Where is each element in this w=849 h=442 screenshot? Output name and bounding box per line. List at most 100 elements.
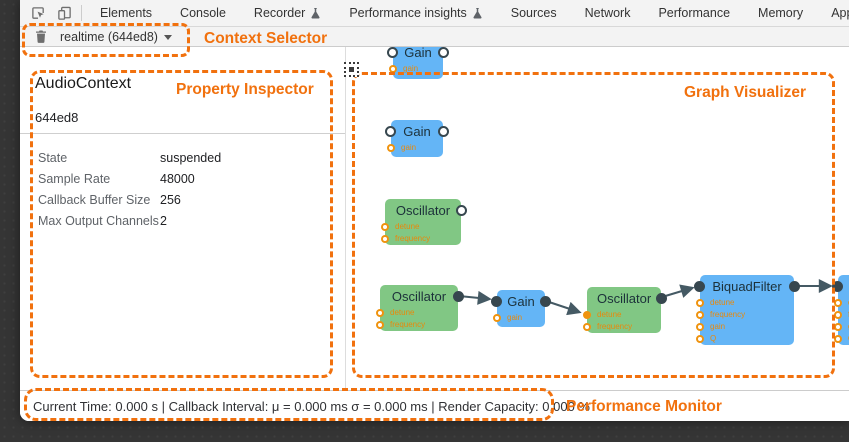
param-port bbox=[583, 323, 591, 331]
graph-edges bbox=[458, 279, 833, 316]
tab-label: Application bbox=[831, 6, 849, 20]
property-row: Sample Rate 48000 bbox=[35, 168, 345, 189]
tab-memory[interactable]: Memory bbox=[744, 0, 817, 26]
property-label: Sample Rate bbox=[38, 171, 111, 186]
tab-label: Sources bbox=[510, 6, 557, 20]
param-port bbox=[696, 323, 704, 331]
param-frequency: frequency bbox=[376, 319, 458, 331]
property-value: 48000 bbox=[160, 171, 195, 186]
param-port bbox=[389, 65, 397, 73]
output-port bbox=[789, 281, 800, 292]
context-selector-value: realtime (644ed8) bbox=[60, 29, 158, 44]
inspector-divider bbox=[20, 133, 345, 134]
flask-icon bbox=[472, 7, 483, 19]
input-port bbox=[694, 281, 705, 292]
edge-oscillator-3-to-biquadfilter-1 bbox=[661, 284, 695, 298]
output-port bbox=[438, 126, 449, 137]
param-port bbox=[834, 299, 842, 307]
tab-label: Recorder bbox=[253, 6, 306, 20]
param-frequency: frequency bbox=[696, 309, 794, 321]
property-value: 2 bbox=[160, 213, 167, 228]
edge-gain-3-to-oscillator-3 bbox=[545, 300, 582, 316]
panel-divider bbox=[345, 47, 346, 390]
node-title: Gain bbox=[403, 124, 431, 139]
param-frequency: frequency bbox=[583, 321, 661, 333]
context-selector-dropdown[interactable]: realtime (644ed8) bbox=[60, 30, 172, 44]
output-port bbox=[540, 296, 551, 307]
tab-console[interactable]: Console bbox=[166, 0, 240, 26]
flask-icon bbox=[310, 7, 321, 19]
webaudio-toolbar: realtime (644ed8) bbox=[20, 27, 849, 47]
param-q: Q bbox=[834, 333, 849, 345]
tab-label: Memory bbox=[758, 6, 804, 20]
node-title: Gain bbox=[404, 47, 432, 60]
param-port bbox=[376, 321, 384, 329]
output-port bbox=[656, 293, 667, 304]
param-port bbox=[493, 314, 501, 322]
output-port bbox=[456, 205, 467, 216]
tab-performance[interactable]: Performance bbox=[644, 0, 744, 26]
param-port bbox=[696, 335, 704, 343]
tab-recorder[interactable]: Recorder bbox=[240, 0, 335, 26]
param-detune: detune bbox=[834, 297, 849, 309]
param-port bbox=[381, 223, 389, 231]
tab-performance-insights[interactable]: Performance insights bbox=[335, 0, 496, 26]
input-port bbox=[387, 47, 398, 58]
param-port bbox=[696, 299, 704, 307]
output-port bbox=[438, 47, 449, 58]
audio-node-gain-2[interactable]: Gain gain bbox=[385, 120, 449, 157]
param-detune: detune bbox=[381, 221, 461, 233]
context-id: 644ed8 bbox=[35, 110, 79, 125]
chevron-down-icon bbox=[163, 34, 172, 40]
tab-label: Performance insights bbox=[349, 6, 467, 20]
tab-sources[interactable]: Sources bbox=[497, 0, 571, 26]
param-detune: detune bbox=[376, 307, 458, 319]
device-toolbar-icon[interactable] bbox=[55, 4, 73, 22]
param-gain: gain bbox=[493, 312, 545, 324]
param-gain: gain bbox=[387, 142, 443, 154]
param-port bbox=[696, 311, 704, 319]
devtools-window: Elements Console Recorder Performance insig… bbox=[20, 0, 849, 421]
output-port bbox=[453, 291, 464, 302]
tab-elements[interactable]: Elements bbox=[86, 0, 166, 26]
tab-label: Console bbox=[180, 6, 226, 20]
node-title: Oscillator bbox=[597, 291, 652, 306]
param-gain: gain bbox=[389, 63, 443, 75]
tab-strip: Elements Console Recorder Performance insig… bbox=[86, 0, 849, 26]
toolbar-separator bbox=[81, 5, 82, 21]
devtools-tab-bar: Elements Console Recorder Performance insig… bbox=[20, 0, 849, 27]
edge-oscillator-2-to-gain-3 bbox=[458, 290, 492, 305]
tab-label: Network bbox=[584, 6, 631, 20]
param-port bbox=[387, 144, 395, 152]
tab-label: Elements bbox=[99, 6, 153, 20]
node-title: Oscillator bbox=[391, 289, 447, 304]
input-port bbox=[385, 126, 396, 137]
param-port bbox=[381, 235, 389, 243]
param-gain: gain bbox=[696, 321, 794, 333]
property-label: Callback Buffer Size bbox=[38, 192, 151, 207]
param-port bbox=[583, 311, 591, 319]
param-port bbox=[376, 309, 384, 317]
param-detune: detune bbox=[583, 309, 661, 321]
inspect-element-icon[interactable] bbox=[29, 4, 47, 22]
trash-icon[interactable] bbox=[35, 30, 47, 43]
node-title: Gain bbox=[507, 294, 535, 309]
tab-network[interactable]: Network bbox=[571, 0, 645, 26]
tab-application[interactable]: Application bbox=[817, 0, 849, 26]
audio-node-gain-top[interactable]: Gain gain bbox=[387, 47, 449, 79]
property-value: 256 bbox=[160, 192, 181, 207]
audio-node-gain-3[interactable]: Gain gain bbox=[491, 290, 551, 327]
property-label: State bbox=[38, 150, 68, 165]
